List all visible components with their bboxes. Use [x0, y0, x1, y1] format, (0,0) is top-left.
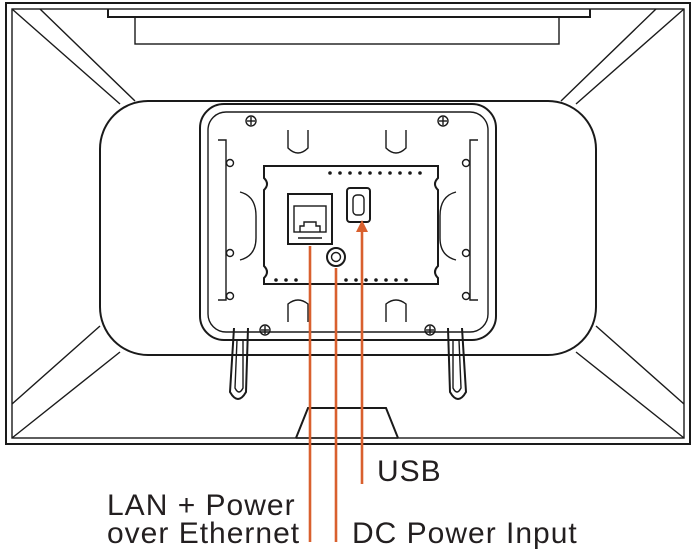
lan-label-line2: over Ethernet: [107, 517, 300, 550]
port-bay: [263, 165, 439, 285]
usb-port-icon: [346, 187, 371, 223]
screw-top-left: [245, 115, 257, 127]
device-housing: [5, 2, 691, 445]
ethernet-port-icon: [287, 193, 333, 245]
screw-bottom-left: [259, 324, 271, 336]
dc-power-port-icon: [326, 247, 346, 267]
screw-bottom-right: [424, 324, 436, 336]
lan-label-line1: LAN + Power: [107, 489, 296, 522]
stand-leg-left: [228, 327, 249, 400]
usb-label: USB: [377, 455, 442, 488]
stand-leg-right: [447, 327, 468, 400]
port-bay-dots: [274, 171, 422, 282]
dc-power-label: DC Power Input: [352, 517, 578, 550]
mounting-plate: [199, 103, 497, 341]
usb-leader-arrow: [356, 220, 368, 232]
screw-top-right: [437, 115, 449, 127]
mounting-screws: [225, 115, 471, 336]
